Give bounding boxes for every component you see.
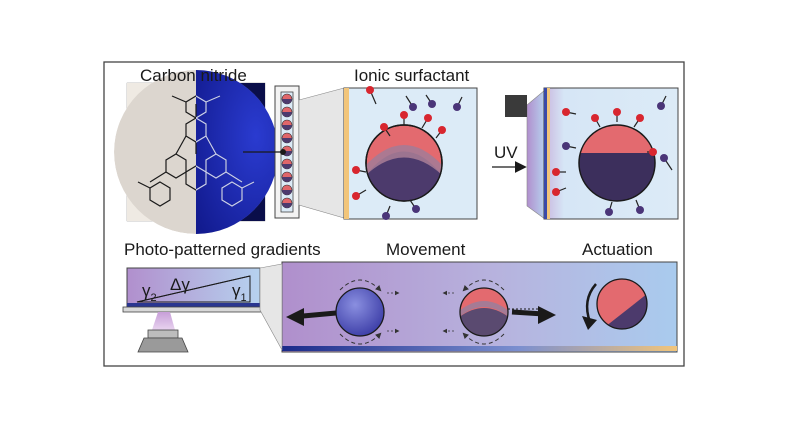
surfactant-head <box>366 86 374 94</box>
column-particle-half <box>282 125 292 130</box>
surfactant-head <box>352 192 360 200</box>
surfactant-head <box>591 114 599 122</box>
delta-gamma-symbol: Δγ <box>170 275 190 294</box>
surfactant-head <box>657 102 665 110</box>
surfactant-head <box>605 208 613 216</box>
rotation-arrowhead-icon <box>582 316 597 330</box>
column-particle-half <box>282 99 292 104</box>
surfactant-head <box>380 123 388 131</box>
column-particle-half <box>282 203 292 208</box>
surfactant-head <box>552 188 560 196</box>
surfactant-head <box>352 166 360 174</box>
pointer-dot <box>280 149 286 155</box>
surfactant-head <box>636 206 644 214</box>
surfactant-head <box>649 148 657 156</box>
movement-arrowhead-right <box>538 306 556 324</box>
column-particle-half <box>282 177 292 182</box>
movement-label: Movement <box>386 240 466 259</box>
zoom-connector <box>298 87 345 219</box>
surfactant-head <box>428 100 436 108</box>
uv-label: UV <box>494 143 518 162</box>
surfactant-head <box>400 111 408 119</box>
gamma2-symbol: γ2 <box>142 281 157 304</box>
surfactant-head <box>660 154 668 162</box>
lamp-base-icon <box>147 329 179 339</box>
movement-particle-janus <box>442 279 509 345</box>
surfactant-head <box>453 103 461 111</box>
column-particle-half <box>282 164 292 169</box>
surfactant-head <box>438 126 446 134</box>
zoom-connector-bottom <box>259 263 283 351</box>
column-particle-half <box>282 112 292 117</box>
uv-lamp-icon <box>505 95 527 117</box>
photo-patterned-gradients-label: Photo-patterned gradients <box>124 240 321 259</box>
surfactant-head <box>562 108 570 116</box>
surfactant-head <box>382 212 390 220</box>
actuation-label: Actuation <box>582 240 653 259</box>
surfactant-head <box>409 103 417 111</box>
surfactant-head <box>613 108 621 116</box>
carbon-nitride-photo <box>114 70 278 234</box>
carbon-nitride-label: Carbon nitride <box>140 66 247 85</box>
outer-frame <box>103 61 685 367</box>
surfactant-head <box>552 168 560 176</box>
movement-arrowhead-left <box>286 308 304 326</box>
surfactant-head <box>412 205 420 213</box>
column-particle-half <box>282 138 292 143</box>
ionic-surfactant-label: Ionic surfactant <box>354 66 470 85</box>
uv-lamp-beam <box>526 89 546 220</box>
heptazine-blue-half-overlay <box>196 95 255 207</box>
photo-patterning-device <box>122 263 283 353</box>
column-particle-half <box>282 190 292 195</box>
actuation-particle <box>596 278 648 330</box>
movement-particle-blue <box>335 279 400 345</box>
gamma1-symbol: γ1 <box>232 281 247 304</box>
surfactant-molecules <box>352 86 673 220</box>
surfactant-head <box>424 114 432 122</box>
surfactant-head <box>636 114 644 122</box>
surfactant-head <box>562 142 570 150</box>
